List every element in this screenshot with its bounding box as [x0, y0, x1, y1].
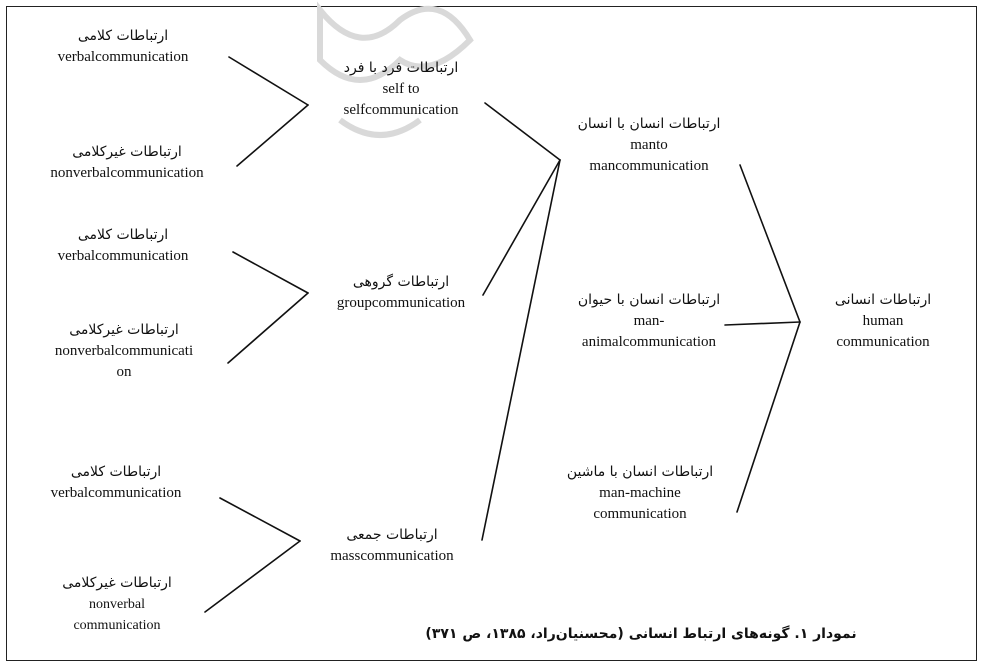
figure-caption: نمودار ۱. گونه‌های ارتباط انسانی (محسنیا… [425, 626, 857, 642]
node-verbal-1: ارتباطات کلامی verbalcommunication [57, 28, 189, 65]
edge [204, 540, 301, 613]
diagram-frame [6, 6, 977, 661]
node-nonverbal-1: ارتباطات غیرکلامی nonverbalcommunication [50, 144, 204, 181]
node-man-to-man: ارتباطات انسان با انسان manto mancommuni… [577, 116, 721, 174]
node-group: ارتباطات گروهی groupcommunication [336, 274, 466, 311]
node-man-machine: ارتباطات انسان با ماشین man-machine comm… [566, 464, 714, 522]
edge [739, 164, 801, 323]
node-human-communication: ارتباطات انسانی human communication [834, 292, 932, 350]
node-mass: ارتباطات جمعی masscommunication [330, 527, 454, 564]
edge [228, 56, 309, 106]
node-nonverbal-3: ارتباطات غیرکلامی nonverbal communicatio… [62, 575, 172, 633]
edge [227, 292, 309, 364]
edge [724, 321, 801, 326]
edge [484, 102, 561, 161]
node-verbal-2: ارتباطات کلامی verbalcommunication [57, 227, 189, 264]
node-man-animal: ارتباطات انسان با حیوان man- animalcommu… [577, 292, 721, 350]
edge [232, 251, 309, 294]
edge [236, 104, 309, 167]
node-verbal-3: ارتباطات کلامی verbalcommunication [50, 464, 182, 501]
edge [219, 497, 301, 542]
node-nonverbal-2: ارتباطات غیرکلامی nonverbalcommunicati o… [54, 322, 194, 380]
edge [482, 159, 561, 296]
edge [736, 321, 801, 513]
edge [481, 159, 561, 541]
node-self-to-self: ارتباطات فرد با فرد self to selfcommunic… [343, 60, 459, 118]
